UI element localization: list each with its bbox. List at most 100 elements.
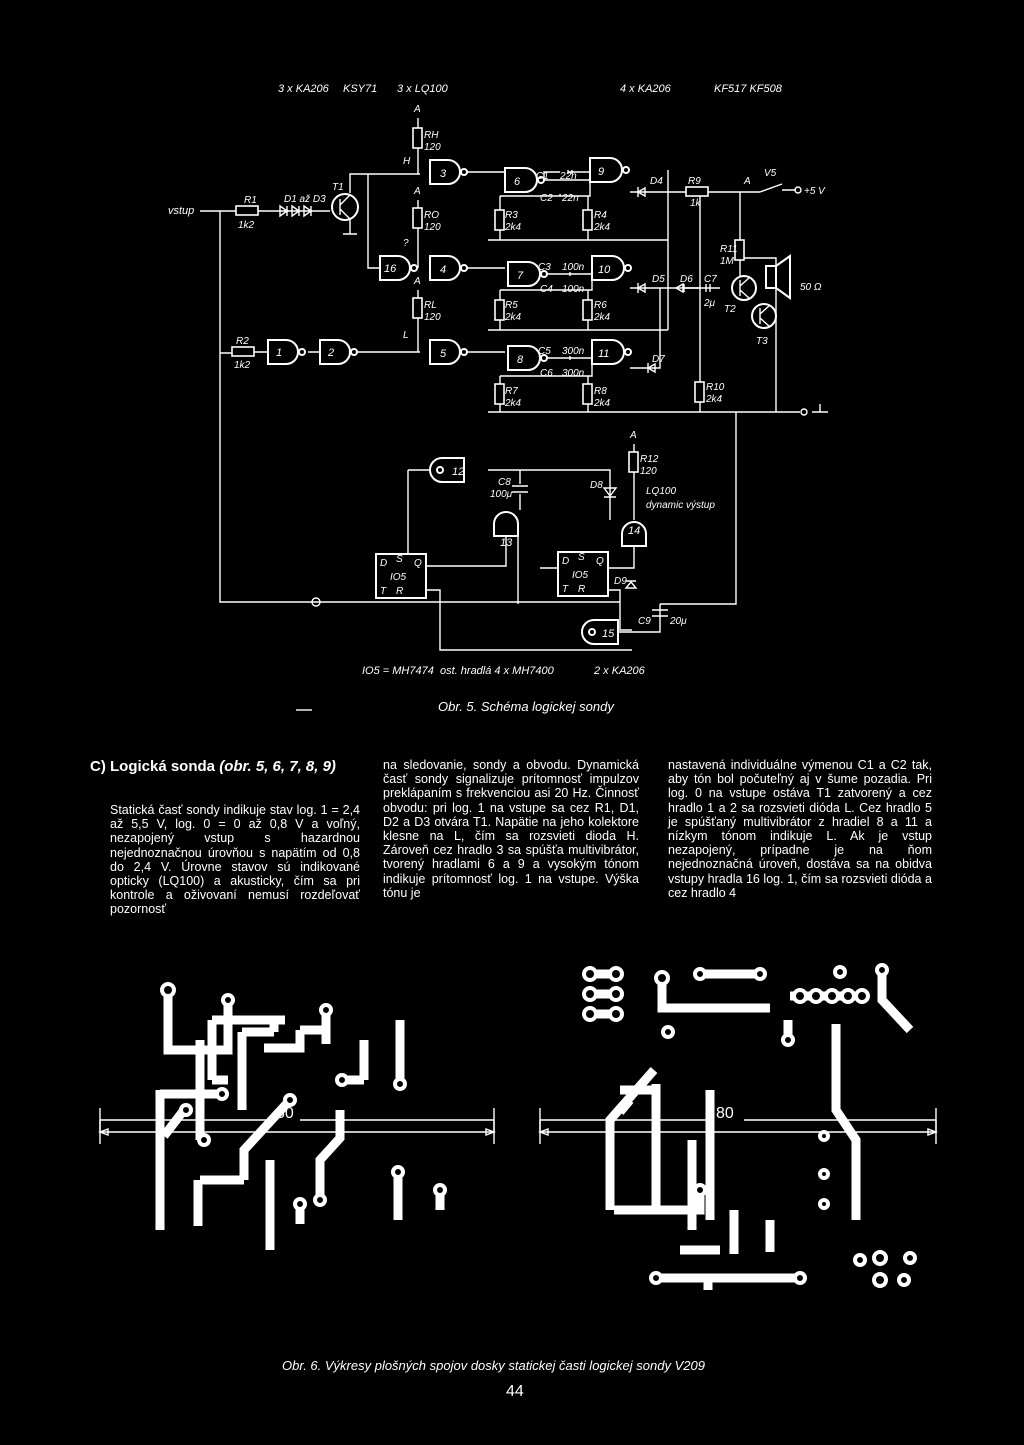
gate-6 [504, 167, 538, 193]
resistor-r6 [582, 299, 593, 321]
label-r11: R11 [720, 244, 738, 255]
label-c9-value: 20μ [669, 616, 687, 627]
gate-1 [267, 339, 299, 365]
label-r12-value: 120 [640, 466, 657, 477]
label-h: H [403, 156, 411, 167]
ff-pin-t: T [380, 586, 387, 597]
label-d1-d3: D1 až D3 [284, 194, 326, 205]
label-dynamic-output: dynamic výstup [646, 500, 715, 511]
gate-16 [379, 255, 411, 281]
label-r8: R8 [594, 386, 607, 397]
gate-label: 2 [327, 347, 334, 359]
label-r2-value: 1k2 [234, 360, 251, 371]
gate-label: 15 [602, 628, 615, 640]
section-title: C) Logická sonda (obr. 5, 6, 7, 8, 9) [90, 757, 360, 776]
label-rl-value: 120 [424, 312, 441, 323]
gate-2 [319, 339, 351, 365]
gate-4 [429, 255, 461, 281]
gate-14 [621, 521, 647, 547]
header-label: KSY71 [343, 83, 377, 95]
header-label: 3 x KA206 [278, 83, 330, 95]
dimension-right: 80 [716, 1105, 734, 1122]
ff-label-io5: IO5 [572, 570, 589, 581]
flip-flop-io5 [375, 553, 427, 599]
label-c6: C6 [540, 368, 553, 379]
gate-label: 10 [598, 264, 611, 276]
label-r1: R1 [244, 195, 257, 206]
dimension-left: 80 [276, 1105, 294, 1122]
resistor-r8 [582, 383, 593, 405]
resistor-r12 [628, 451, 639, 473]
header-label: 4 x KA206 [620, 83, 672, 95]
gate-15 [581, 619, 619, 645]
gate-13 [493, 511, 519, 537]
label-r12: R12 [640, 454, 659, 465]
label-r10: R10 [706, 382, 725, 393]
label-l: L [403, 330, 409, 341]
pcb-right [582, 963, 917, 1290]
resistor-r10 [694, 381, 705, 403]
text-column-3: nastavená individuálne výmenou C1 a C2 t… [668, 758, 932, 900]
gate-label: 14 [628, 525, 640, 537]
label-c7-value: 2μ [703, 298, 716, 309]
gate-8 [507, 345, 541, 371]
label-r7-value: 2k4 [504, 398, 522, 409]
resistor-r4 [582, 209, 593, 231]
pcb-figure-6 [98, 963, 938, 1290]
label-a: A [629, 430, 637, 441]
label-r2: R2 [236, 336, 249, 347]
gate-label: 11 [598, 348, 609, 360]
page-number: 44 [506, 1383, 524, 1400]
gate-label: 3 [440, 168, 447, 180]
label-r7: R7 [505, 386, 518, 397]
label-a: A [413, 104, 421, 115]
gate-11 [591, 339, 625, 365]
supply-label: +5 V [804, 186, 826, 197]
gate-label: 7 [517, 270, 524, 282]
label-c3-value: 100n [562, 262, 585, 273]
label-c9: C9 [638, 616, 651, 627]
label-d4: D4 [650, 176, 663, 187]
resistor-r3 [494, 209, 505, 231]
label-r4: R4 [594, 210, 607, 221]
label-c1: C1 [536, 171, 549, 182]
label-c5: C5 [538, 346, 551, 357]
figure-5-caption: Obr. 5. Schéma logickej sondy [438, 699, 614, 714]
ff-pin-t: T [562, 584, 569, 595]
schematic-footer: ost. hradlá 4 x MH7400 [440, 665, 555, 677]
label-rh: RH [424, 130, 439, 141]
label-c8-value: 100μ [490, 489, 513, 500]
gate-label: 12 [452, 466, 464, 478]
label-r9-value: 1k [690, 198, 702, 209]
text-column-2: na sledovanie, sondy a obvodu. Dynamická… [383, 758, 639, 900]
label-t1: T1 [332, 182, 344, 193]
label-r6: R6 [594, 300, 607, 311]
gate-7 [507, 261, 541, 287]
resistor-ro [412, 207, 423, 229]
ff-pin-d: D [562, 556, 569, 567]
label-c2: C2 [540, 193, 553, 204]
gate-3 [429, 159, 461, 185]
label-r10-value: 2k4 [705, 394, 723, 405]
label-c4: C4 [540, 284, 553, 295]
label-r3-value: 2k4 [504, 222, 522, 233]
label-c4-value: 100n [562, 284, 585, 295]
gate-label: 4 [440, 264, 446, 276]
label-c2-value: 22n [561, 193, 579, 204]
header-label: 3 x LQ100 [397, 83, 449, 95]
input-label: vstup [168, 205, 194, 217]
section-title-bold: C) Logická sonda [90, 758, 216, 775]
gate-12 [429, 457, 465, 483]
label-c3: C3 [538, 262, 551, 273]
label-r11-value: 1M [720, 256, 735, 267]
label-r5-value: 2k4 [504, 312, 522, 323]
label-ro: RO [424, 210, 439, 221]
schematic-footer: IO5 = MH7474 [362, 665, 434, 677]
gate-label: 6 [514, 176, 521, 188]
ff-pin-s: S [396, 554, 403, 565]
label-d9: D9 [614, 576, 627, 587]
label-c8: C8 [498, 477, 511, 488]
label-q: ? [403, 238, 409, 249]
resistor-r2 [231, 346, 255, 357]
transistor-t2 [731, 275, 757, 301]
